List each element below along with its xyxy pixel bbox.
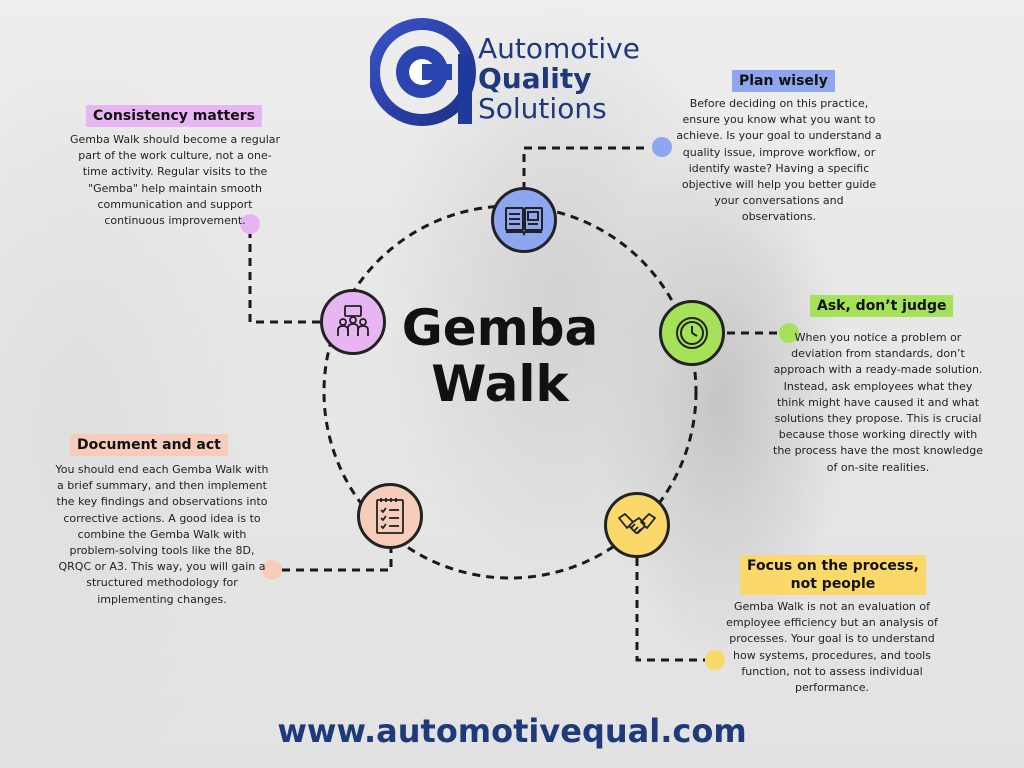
main-circle <box>322 204 698 580</box>
center-title-line-1: Gemba <box>401 299 599 357</box>
center-title-line-2: Walk <box>431 355 569 413</box>
clock-icon <box>676 317 708 349</box>
logo-mark <box>370 18 476 126</box>
consistency-dot <box>240 214 260 234</box>
ask-title: Ask, don’t judge <box>810 295 954 317</box>
ask-icon-circle <box>659 300 725 366</box>
book-icon <box>505 207 543 236</box>
connector-focus <box>635 558 705 662</box>
plan-icon-circle <box>491 187 557 253</box>
connector-plan <box>522 146 650 190</box>
focus-icon-circle <box>604 492 670 558</box>
logo-text: Automotive Quality Solutions <box>478 34 640 124</box>
logo-line-1: Automotive <box>478 32 640 65</box>
document-dot <box>262 560 282 580</box>
consistency-icon-circle <box>320 289 386 355</box>
focus-title-line-2: not people <box>790 576 876 592</box>
plan-dot <box>652 137 672 157</box>
ask-text: When you notice a problem or deviation f… <box>773 331 983 474</box>
team-icon <box>337 305 369 336</box>
logo-line-3: Solutions <box>478 92 607 125</box>
logo-line-2: Quality <box>478 62 592 95</box>
document-title: Document and act <box>70 434 228 456</box>
consistency-text: Gemba Walk should become a regular part … <box>69 133 281 228</box>
focus-dot <box>705 650 725 670</box>
center-title: Gemba Walk <box>300 300 700 412</box>
consistency-title: Consistency matters <box>86 105 262 127</box>
focus-text: Gemba Walk is not an evaluation of emplo… <box>726 600 938 695</box>
focus-title: Focus on the process, not people <box>740 555 926 595</box>
footer-url[interactable]: www.automotivequal.com <box>277 712 747 750</box>
focus-title-line-1: Focus on the process, <box>747 558 919 574</box>
document-icon-circle <box>357 483 423 549</box>
ask-dot <box>779 323 799 343</box>
plan-title: Plan wisely <box>732 70 835 92</box>
connector-document <box>282 545 393 572</box>
checklist-icon <box>376 498 404 534</box>
plan-text: Before deciding on this practice, ensure… <box>676 97 882 224</box>
connector-consistency <box>248 232 320 324</box>
document-text: You should end each Gemba Walk with a br… <box>55 463 269 606</box>
handshake-icon <box>618 513 656 534</box>
